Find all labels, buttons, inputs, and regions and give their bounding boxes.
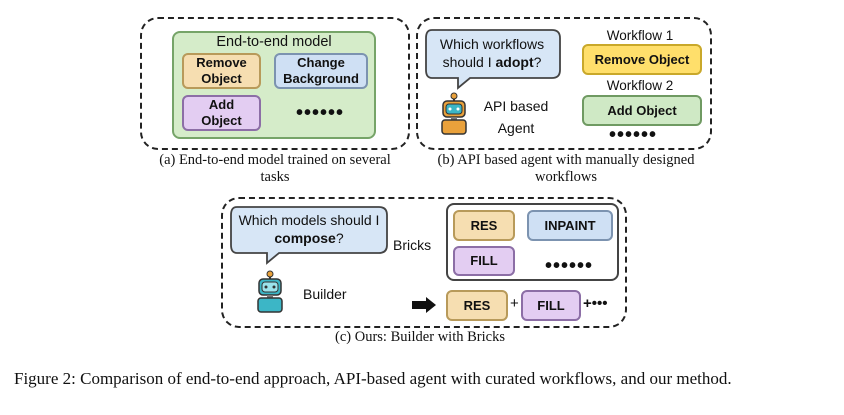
agent-label: API based Agent (483, 98, 549, 136)
output-fill: FILL (521, 290, 581, 321)
workflow1-box: Remove Object (582, 44, 702, 75)
speech-bubble-b (425, 29, 561, 90)
plus-sign: + (510, 295, 519, 312)
output-res: RES (446, 290, 508, 321)
caption-b: (b) API based agent with manually design… (437, 152, 695, 185)
panel-c (221, 197, 627, 328)
more-bricks-dots: •••••• (545, 255, 594, 277)
caption-a: (a) End-to-end model trained on several … (159, 152, 391, 185)
task-add-object: Add Object (182, 95, 261, 131)
brick-res: RES (453, 210, 515, 241)
panel-a (140, 17, 410, 150)
plus-more: +••• (583, 295, 608, 312)
workflow1-label: Workflow 1 (606, 28, 674, 43)
workflow2-box: Add Object (582, 95, 702, 126)
brick-inpaint: INPAINT (527, 210, 613, 241)
arrow-right-icon (412, 297, 436, 313)
more-workflows-dots: •••••• (609, 124, 658, 146)
question-c: Which models should I compose? (238, 212, 380, 246)
caption-c: (c) Ours: Builder with Bricks (335, 329, 505, 345)
bricks-container (446, 203, 619, 281)
robot-builder-icon (257, 270, 283, 313)
builder-label: Builder (303, 286, 347, 302)
model-title: End-to-end model (216, 34, 332, 50)
brick-fill: FILL (453, 246, 515, 276)
robot-agent-icon (441, 92, 467, 135)
task-change-background: Change Background (274, 53, 368, 89)
more-tasks-dots: •••••• (296, 102, 345, 124)
workflow2-label: Workflow 2 (606, 78, 674, 93)
speech-bubble-c (230, 206, 388, 265)
panel-b (416, 17, 712, 150)
question-b: Which workflows should I adopt? (439, 36, 545, 70)
figure-caption: Figure 2: Comparison of end-to-end appro… (14, 369, 732, 388)
task-remove-object: Remove Object (182, 53, 261, 89)
bricks-label: Bricks (393, 237, 432, 253)
